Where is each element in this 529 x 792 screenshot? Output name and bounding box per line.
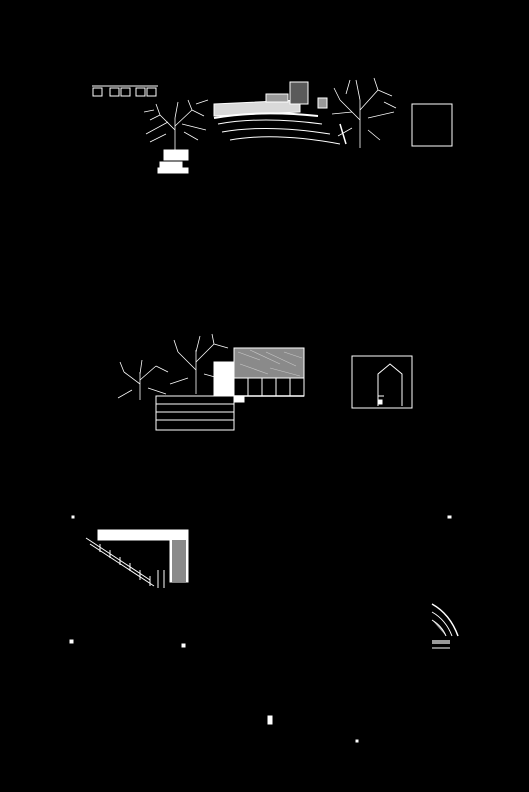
left-building-windows [92, 85, 158, 97]
curved-fragment-right [431, 603, 459, 649]
right-house [351, 355, 413, 409]
tree-left-top [143, 99, 209, 150]
small-marks [69, 515, 452, 743]
curved-roof-building [213, 81, 341, 145]
tree-right-top [331, 77, 397, 148]
stair-perspective [85, 529, 189, 588]
right-box-top [411, 103, 453, 147]
stepped-base [155, 395, 245, 431]
stone-block [233, 347, 305, 379]
planter [157, 149, 189, 174]
tree-center-middle [169, 333, 229, 394]
tree-left-middle [117, 359, 169, 400]
